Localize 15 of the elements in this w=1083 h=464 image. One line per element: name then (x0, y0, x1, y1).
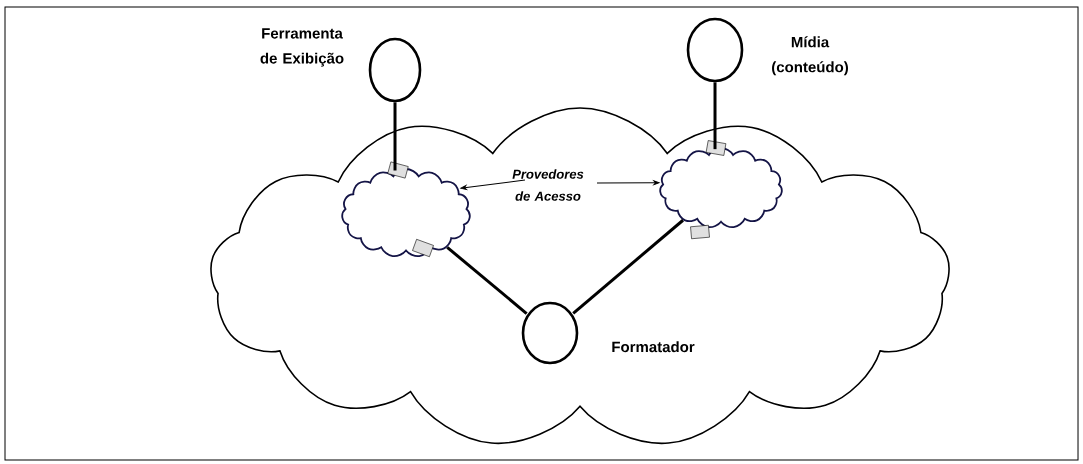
arrow (460, 179, 526, 190)
network-cloud (659, 140, 783, 240)
circle (521, 301, 579, 365)
node-label: Mídia (conteúdo) (772, 36, 848, 76)
connector-line (713, 82, 717, 150)
node-label: Ferramenta de Exibição (260, 28, 344, 67)
connector-line (446, 246, 528, 315)
arrow (596, 180, 660, 186)
connector-line (393, 102, 397, 171)
circle (368, 37, 422, 103)
network-cloud (341, 161, 471, 258)
node-label: Formatador (612, 341, 695, 353)
annotation-text: Provedores de Acesso (512, 169, 584, 201)
connector-line (572, 219, 684, 315)
circle (686, 17, 744, 83)
